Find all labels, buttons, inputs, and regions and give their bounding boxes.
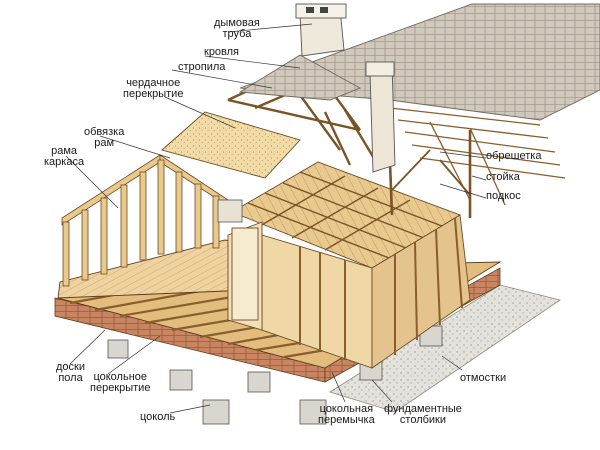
rear-chimney-cap — [365, 61, 395, 77]
label-chimney: дымовая труба — [214, 17, 260, 40]
label-floorboards: доски пола — [56, 361, 85, 384]
label-blind-area: отмостки — [460, 372, 507, 384]
top-chimney — [295, 3, 347, 57]
roof-front-slope — [238, 54, 362, 101]
chimney-column-lower — [231, 227, 259, 321]
label-rafters: стропила — [178, 61, 226, 73]
label-frame: рама каркаса — [44, 145, 85, 168]
side-frame-wall — [371, 214, 471, 369]
label-basement-floor: цокольное перекрытие — [90, 371, 151, 394]
ceiling-joists — [247, 171, 443, 259]
label-brace: подкос — [486, 190, 521, 202]
label-top-plate: обвязка рам — [84, 126, 125, 149]
label-plinth-lintel: цокольная перемычка — [318, 403, 375, 426]
leader-lines — [65, 23, 487, 414]
label-roofing: кровля — [204, 46, 240, 58]
blind-area-strip — [329, 284, 561, 413]
roof-braces — [391, 149, 471, 196]
left-frame-wall — [61, 154, 229, 287]
wall-studs — [299, 217, 463, 360]
label-post: стойка — [486, 171, 520, 183]
attic-floor-panel — [161, 111, 301, 179]
label-foundation-posts: фундаментные столбики — [384, 403, 462, 426]
label-plinth: цоколь — [140, 411, 176, 423]
chimney-cap-lower — [217, 199, 243, 223]
label-battens: обрешетка — [486, 150, 542, 162]
label-attic-floor: чердачное перекрытие — [123, 77, 184, 100]
rear-chimney — [369, 63, 396, 173]
